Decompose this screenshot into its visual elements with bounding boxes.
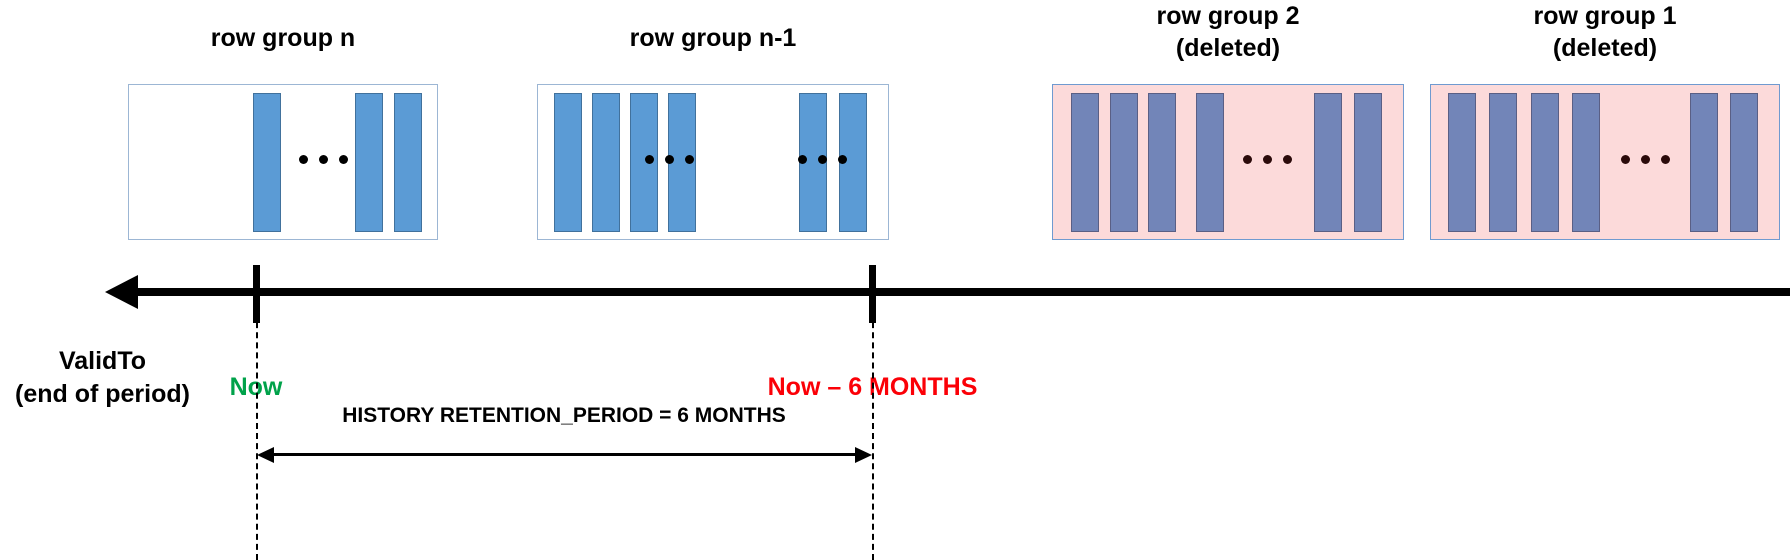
group-title-row-group-n: row group n <box>210 24 356 52</box>
row-bar <box>394 93 422 232</box>
tick-now <box>253 265 260 323</box>
row-group-box-2-deleted <box>1052 84 1404 240</box>
row-bar-deleted <box>1354 93 1382 232</box>
row-bar <box>355 93 383 232</box>
group-title-row-group-2-deleted: row group 2 (deleted) <box>1156 2 1300 62</box>
ellipsis-icon <box>645 155 694 164</box>
row-bar-deleted <box>1489 93 1517 232</box>
ellipsis-icon <box>798 155 847 164</box>
row-bar-deleted <box>1148 93 1176 232</box>
row-bar-deleted <box>1110 93 1138 232</box>
retention-period-label: HISTORY RETENTION_PERIOD = 6 MONTHS <box>342 404 786 427</box>
row-bar-deleted <box>1196 93 1224 232</box>
timeline-axis <box>136 288 1790 296</box>
row-bar-deleted <box>1314 93 1342 232</box>
row-bar-deleted <box>1730 93 1758 232</box>
row-bar-deleted <box>1690 93 1718 232</box>
retention-guide-right <box>872 302 874 560</box>
row-bar-deleted <box>1572 93 1600 232</box>
axis-caption-validto: ValidTo (end of period) <box>15 347 190 408</box>
row-bar-deleted <box>1071 93 1099 232</box>
ellipsis-icon <box>1243 155 1292 164</box>
axis-arrowhead-icon <box>105 275 138 309</box>
measure-arrowhead-left-icon <box>257 447 274 463</box>
measure-arrowhead-right-icon <box>855 447 872 463</box>
row-group-box-n <box>128 84 438 240</box>
group-title-row-group-n-1: row group n-1 <box>629 24 797 52</box>
retention-guide-left <box>256 302 258 560</box>
row-bar-deleted <box>1531 93 1559 232</box>
tick-now-minus-6-months <box>869 265 876 323</box>
ellipsis-icon <box>299 155 348 164</box>
row-bar <box>592 93 620 232</box>
retention-measure-line <box>270 453 856 456</box>
row-group-box-1-deleted <box>1430 84 1780 240</box>
ellipsis-icon <box>1621 155 1670 164</box>
row-bar <box>554 93 582 232</box>
row-bar <box>253 93 281 232</box>
group-title-row-group-1-deleted: row group 1 (deleted) <box>1533 2 1677 62</box>
row-bar <box>630 93 658 232</box>
row-bar-deleted <box>1448 93 1476 232</box>
